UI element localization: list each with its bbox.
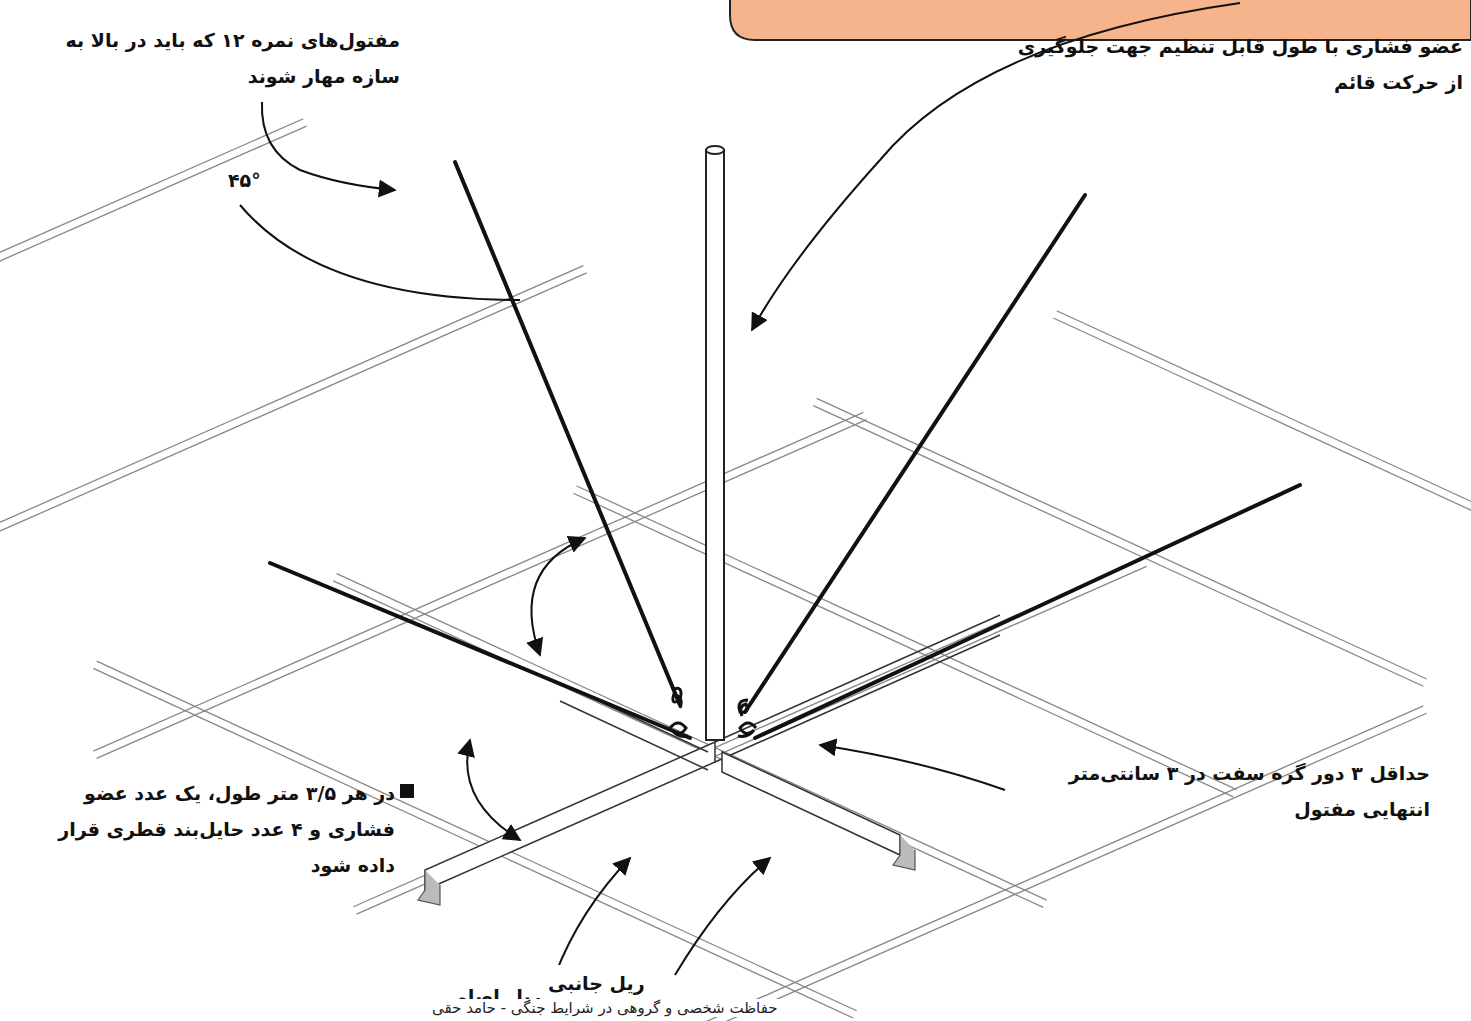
grid-line [333, 581, 1043, 908]
grid-line [0, 273, 587, 603]
grid-line [1053, 318, 1471, 576]
wire-note: مفتول‌های نمره ۱۲ که باید در بالا به ساز… [55, 22, 400, 94]
caption: حفاظت شخصی و گروهی در شرایط جنگی - حامد … [428, 999, 782, 1017]
grid-line [97, 420, 867, 759]
angle-label: ۴۵° [228, 162, 261, 198]
brace-wire [270, 162, 1300, 738]
ceiling-grid [0, 119, 1471, 1021]
grid-line [813, 406, 1423, 687]
rail-label: ریل جانبی [548, 965, 645, 1001]
grid-line [573, 493, 1233, 797]
grid-line [0, 119, 303, 440]
header-band [730, 0, 1471, 40]
grid-line [93, 412, 863, 751]
grid-line [1057, 311, 1471, 569]
grid-line [577, 486, 1237, 790]
grid-line [0, 266, 583, 596]
wire-knot [670, 688, 756, 736]
strut-note: عضو فشاری با طول قابل تنظیم جهت جلوگیری … [1005, 28, 1463, 100]
grid-line [93, 668, 853, 1018]
grid-line [0, 126, 307, 447]
grid-line [337, 574, 1047, 901]
compression-strut [706, 146, 724, 740]
grid-line [617, 713, 1427, 1021]
bullet-square [400, 784, 414, 798]
spacing-note: در هر ۳/۵ متر طول، یک عدد عضو فشاری و ۴ … [20, 775, 395, 883]
angle-arc [467, 538, 585, 840]
grid-line [357, 566, 1147, 914]
side-rail [560, 683, 915, 870]
knot-note: حداقل ۳ دور گره سفت در ۳ سانتی‌متر انتها… [1000, 755, 1430, 827]
grid-line [817, 398, 1427, 679]
